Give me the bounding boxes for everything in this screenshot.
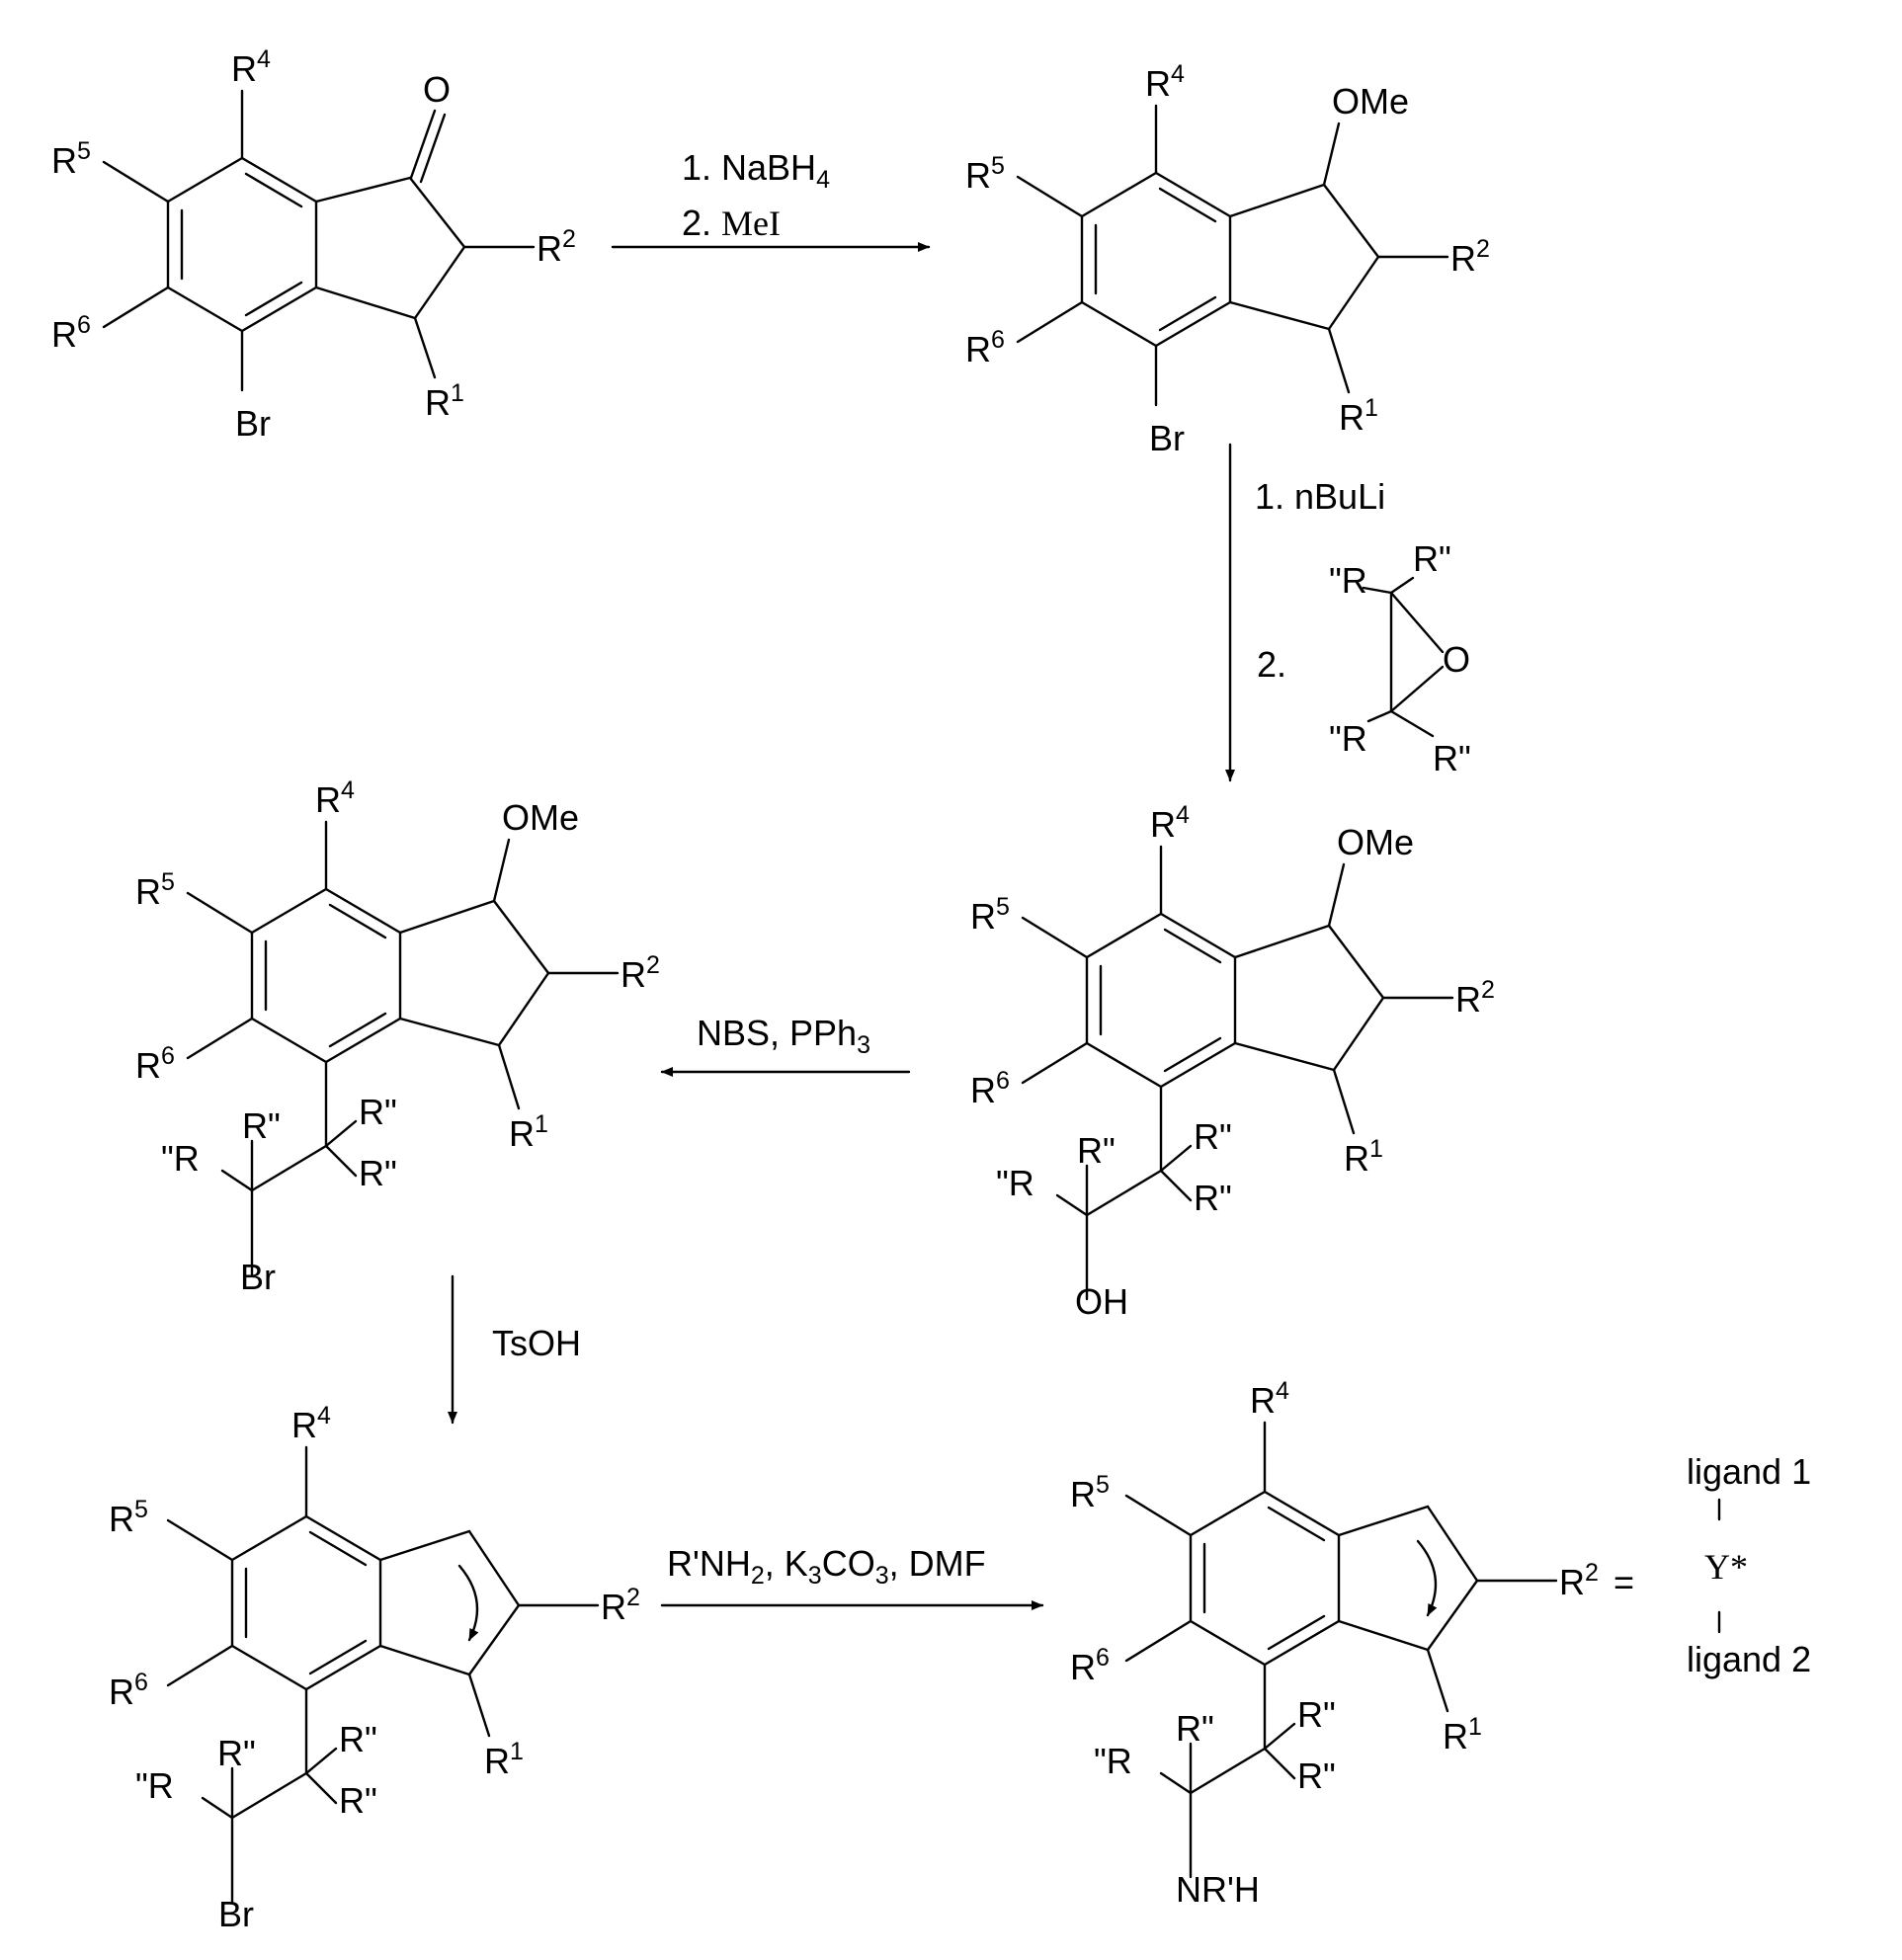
compound-6-r4: R4 [1250,1377,1289,1421]
compound-5-r6: R6 [109,1669,148,1712]
compound-6-r1: R1 [1443,1713,1482,1756]
compound-2-r5: R5 [965,152,1005,196]
compound-1-carbonyl-o: O [423,69,451,110]
compound-1-r1: R1 [425,379,464,423]
compound-1-r5: R5 [51,137,91,181]
compound-4-br: Br [240,1257,276,1297]
compound-5-r1: R1 [484,1738,524,1781]
step-2-reagent-1: 1. nBuLi [1255,476,1385,517]
compound-5-r4: R4 [291,1402,331,1445]
step-5-reagent: R'NH2, K3CO3, DMF [667,1543,986,1590]
compound-3-r2: R2 [1455,976,1495,1020]
compound-5-rpp-left: "R [135,1765,174,1806]
compound-5: R4 R5 R6 R2 R1 R" R" R" "R Br [109,1402,640,1934]
compound-3-r6: R6 [970,1067,1010,1110]
epoxide-r-bottom-left: "R [1329,718,1367,759]
compound-1-bonds [104,91,534,390]
compound-1: O R4 R5 R6 Br R2 R1 [51,45,576,444]
compound-3-r1: R1 [1344,1135,1383,1179]
compound-5-bonds [168,1447,598,1902]
epoxide-oxygen: O [1443,639,1470,680]
compound-6-ring-arrow [1418,1541,1436,1615]
compound-3: OMe R4 R5 R6 R2 R1 R" R" R" "R OH [970,801,1495,1322]
compound-5-r5: R5 [109,1496,148,1539]
compound-2: OMe R4 R5 R6 Br R2 R1 [965,60,1490,458]
compound-6-rpp-top-right: R" [1297,1694,1336,1735]
compound-3-oh: OH [1075,1281,1128,1322]
compound-6-rpp-bottom-right: R" [1297,1756,1336,1796]
compound-4-ome: OMe [502,797,579,838]
compound-6-equals: = [1613,1562,1634,1602]
compound-2-r6: R6 [965,326,1005,369]
compound-3-r5: R5 [970,893,1010,937]
ligand-center-y: Y* [1704,1547,1748,1587]
compound-6-r5: R5 [1070,1471,1110,1514]
compound-1-r6: R6 [51,311,91,355]
compound-3-r4: R4 [1150,801,1190,845]
compound-4: OMe R4 R5 R6 R2 R1 R" R" R" "R Br [135,776,660,1297]
compound-2-r2: R2 [1450,235,1490,279]
compound-3-rpp-top-left: R" [1077,1130,1116,1171]
compound-3-ome: OMe [1337,822,1414,862]
compound-5-rpp-top-left: R" [217,1733,256,1773]
compound-6-r6: R6 [1070,1644,1110,1687]
compound-5-ring-arrow [459,1566,477,1640]
compound-6-rpp-top-left: R" [1176,1708,1214,1749]
compound-6-r2: R2 [1559,1559,1599,1602]
step-1-reagent-1: 1. NaBH4 [682,147,830,194]
step-2-reagent-2-number: 2. [1257,644,1286,685]
compound-4-rpp-top-left: R" [242,1105,281,1146]
epoxide-r-top-left: "R [1329,560,1367,601]
compound-2-r4: R4 [1145,60,1185,104]
compound-2-ome: OMe [1332,81,1409,122]
compound-5-rpp-top-right: R" [339,1719,377,1759]
compound-4-rpp-bottom-right: R" [359,1153,397,1193]
compound-1-br: Br [235,403,271,444]
epoxide-r-top-right: R" [1413,538,1451,579]
compound-1-r4: R4 [231,45,271,89]
compound-2-r1: R1 [1339,394,1378,438]
compound-4-bonds [188,822,618,1274]
compound-4-r5: R5 [135,868,175,912]
compound-1-r2: R2 [537,225,576,269]
compound-4-r4: R4 [315,776,355,820]
compound-6: R4 R5 R6 R2 = R1 R" R" R" "R NR'H ligand… [1070,1377,1811,1910]
compound-3-rpp-bottom-right: R" [1194,1178,1232,1218]
ligand-2-label: ligand 2 [1687,1639,1811,1679]
compound-4-rpp-left: "R [161,1138,200,1179]
compound-3-rpp-top-right: R" [1194,1116,1232,1157]
compound-4-r2: R2 [620,951,660,995]
compound-3-rpp-left: "R [996,1163,1034,1203]
compound-5-rpp-bottom-right: R" [339,1780,377,1821]
compound-5-br: Br [218,1894,254,1934]
compound-4-rpp-top-right: R" [359,1092,397,1132]
epoxide-reagent: "R R" O "R R" [1329,538,1471,778]
step-4-reagent: TsOH [492,1323,581,1363]
compound-6-rpp-left: "R [1094,1741,1132,1781]
compound-2-bonds [1018,106,1447,405]
compound-3-bonds [1023,847,1452,1299]
step-1-reagent-2: 2.MeI [682,203,781,243]
ligand-1-label: ligand 1 [1687,1451,1811,1492]
compound-4-r1: R1 [509,1110,548,1154]
step-3-reagent: NBS, PPh3 [697,1013,870,1059]
epoxide-r-bottom-right: R" [1433,738,1471,778]
compound-6-nh: NR'H [1176,1869,1260,1910]
compound-6-bonds [1126,1423,1719,1877]
compound-5-r2: R2 [601,1584,640,1627]
compound-2-br: Br [1149,418,1185,458]
compound-4-r6: R6 [135,1042,175,1086]
